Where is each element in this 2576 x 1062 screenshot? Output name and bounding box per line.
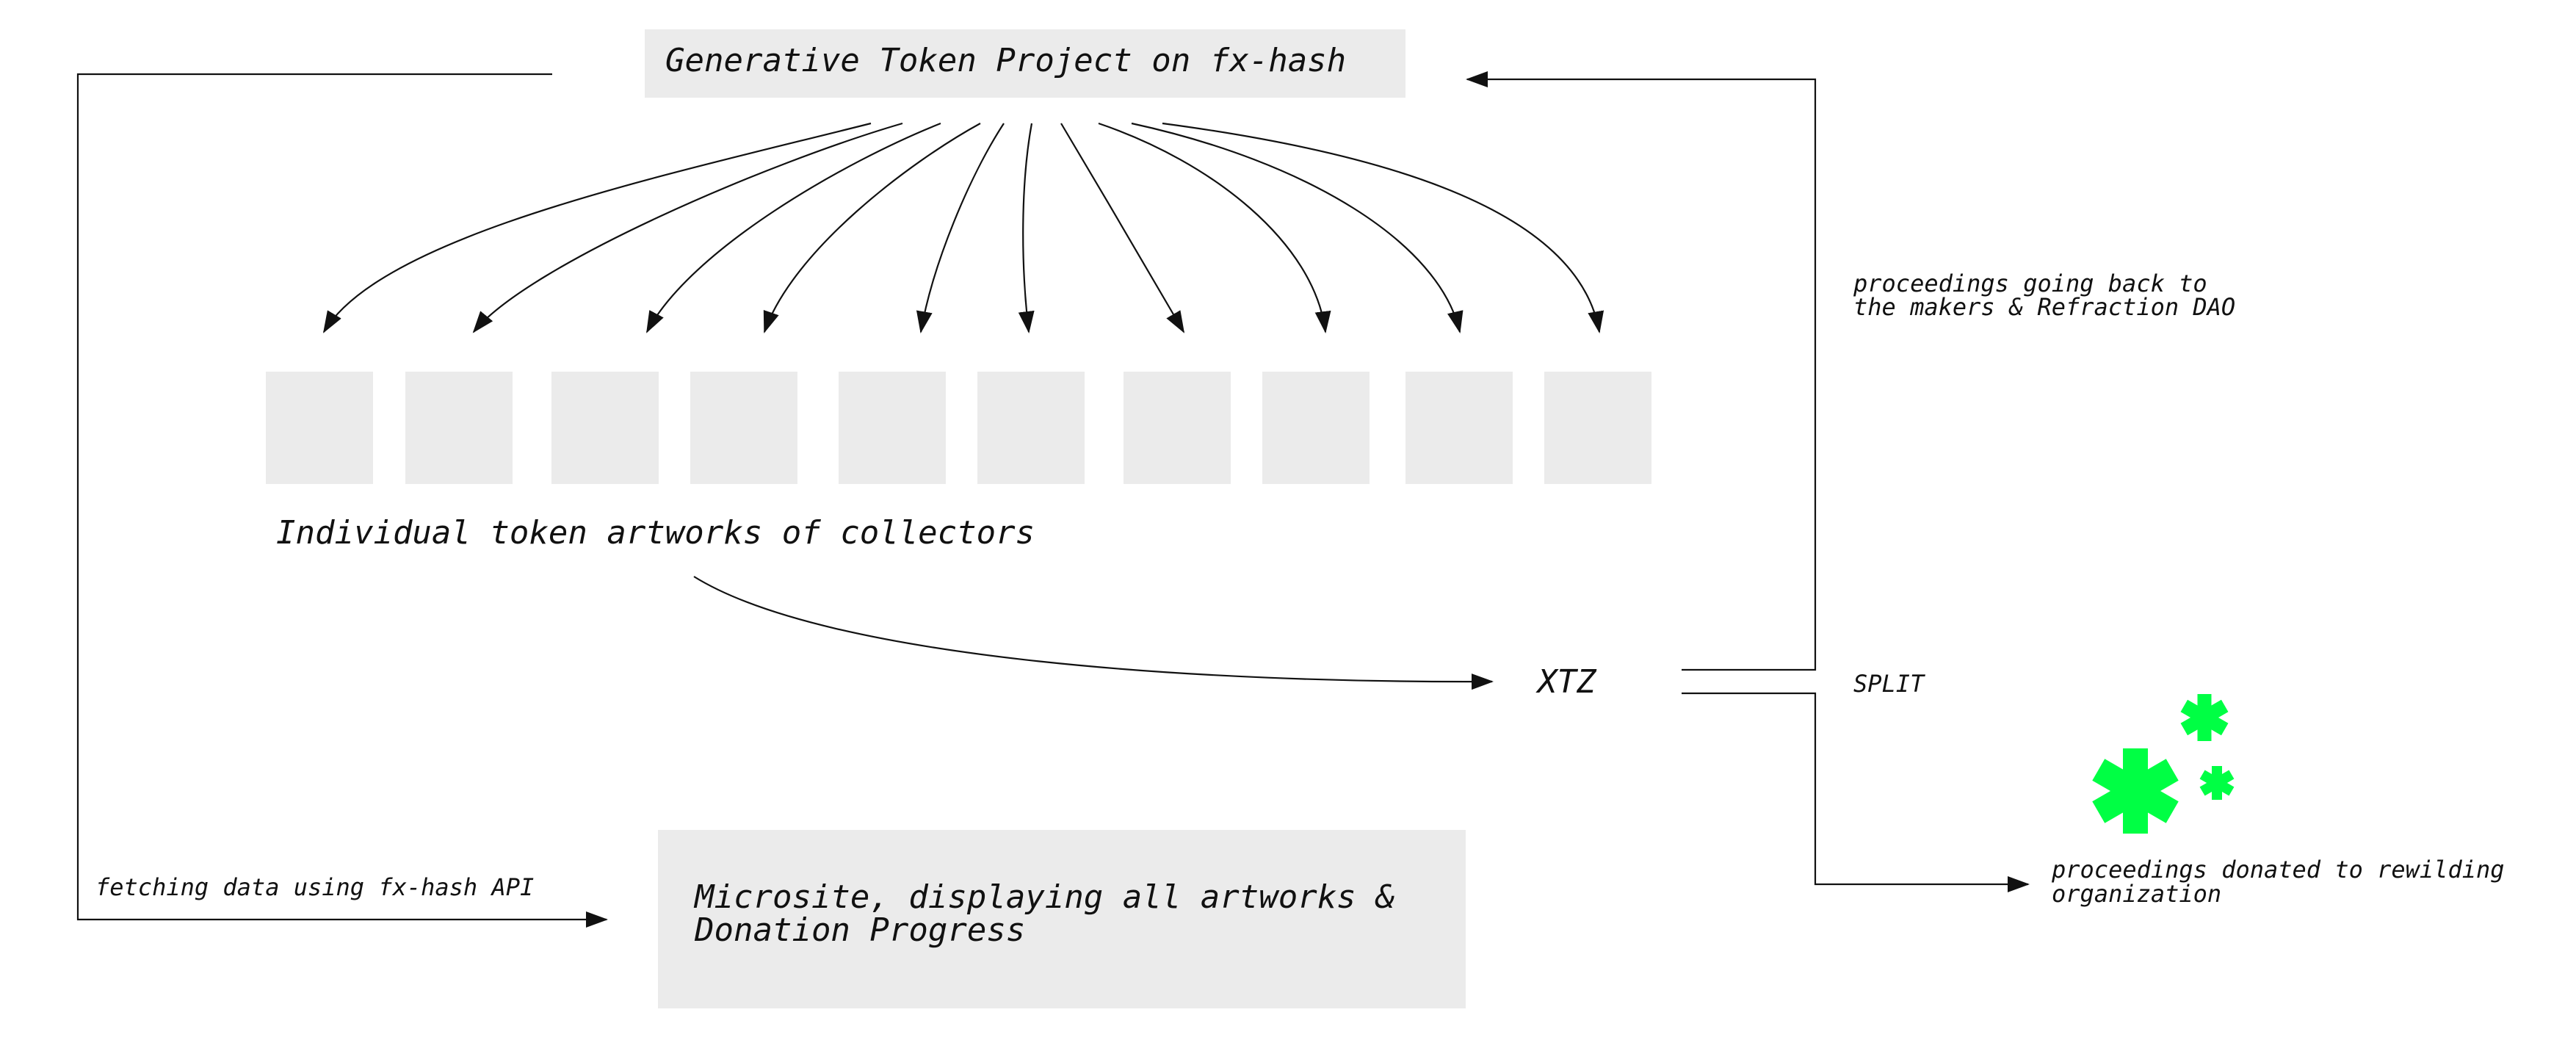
microsite-box [658,830,1466,1008]
collectors-label: Individual token artworks of collectors [276,514,1035,552]
microsite-title-line1: Microsite, displaying all artworks & [693,878,1395,916]
token-artwork-box [1262,372,1370,484]
asterisk-icon [2092,748,2179,834]
token-artwork-box [977,372,1085,484]
split-label: SPLIT [1853,670,1925,698]
api-label: fetching data using fx-hash API [95,873,534,901]
token-artwork-box [405,372,513,484]
microsite-node: Microsite, displaying all artworks & Don… [658,830,1466,1008]
token-artwork-box [266,372,373,484]
fan-out-arrow [1131,122,1464,333]
makers-return-arrow [1466,71,1817,671]
xtz-label: XTZ [1535,663,1597,701]
fan-out-arrow [1060,123,1185,333]
token-artwork-box [551,372,659,484]
token-artwork-box [1544,372,1651,484]
token-artwork-box [839,372,946,484]
fan-out-arrow [1018,123,1035,333]
asterisk-icons [2092,694,2235,834]
fan-out-arrows [322,122,1604,333]
token-artwork-box [1124,372,1231,484]
api-fetch-arrow [76,73,608,928]
asterisk-icon [2199,766,2235,800]
project-title: Generative Token Project on fx-hash [665,42,1346,79]
fan-out-arrow [322,122,872,333]
makers-label-line1: proceedings going back to [1853,270,2207,297]
donation-label-line1: proceedings donated to rewilding [2051,856,2505,884]
asterisk-icon [2180,694,2229,741]
makers-label-line2: the makers & Refraction DAO [1853,293,2235,321]
project-box [645,29,1405,98]
payment-arrow [693,576,1494,690]
donation-label-line2: organization [2052,880,2221,908]
fan-out-arrow [916,123,1005,333]
microsite-title-line2: Donation Progress [694,911,1025,949]
token-artworks [266,372,1651,484]
fan-out-arrow [646,122,941,333]
project-node: Generative Token Project on fx-hash [645,29,1405,98]
fan-out-arrow [763,123,981,333]
fan-out-arrow [1098,122,1331,333]
token-artwork-box [1405,372,1513,484]
token-artwork-box [690,372,797,484]
donation-arrow [1682,692,2030,892]
fan-out-arrow [1162,122,1604,333]
fan-out-arrow [472,122,903,333]
